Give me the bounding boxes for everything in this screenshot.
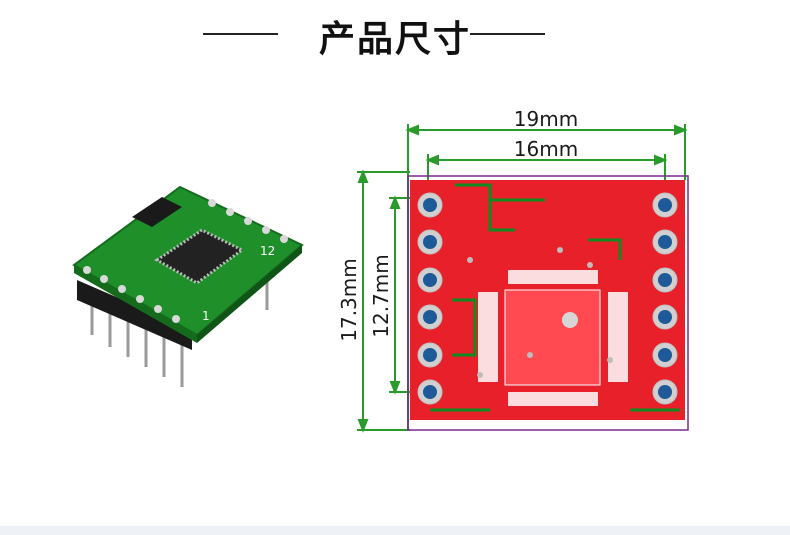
pin-label-1: 1 xyxy=(202,309,210,323)
title-rule-right xyxy=(470,33,545,35)
dimension-height-outer xyxy=(357,169,410,433)
pcb-edge xyxy=(74,265,197,343)
page-title: 产品尺寸 xyxy=(318,19,471,60)
green-traces xyxy=(430,183,680,412)
dimension-height-inner-label: 12.7mm xyxy=(369,254,393,338)
dimension-height-outer-label: 17.3mm xyxy=(337,258,361,342)
board-outline xyxy=(407,175,689,431)
small-ic xyxy=(132,197,182,227)
through-hole-pads xyxy=(417,192,678,405)
pin-header-strip xyxy=(77,280,192,350)
qfp-chip xyxy=(154,228,245,285)
pcb-pads xyxy=(83,199,288,323)
header: 产品尺寸 xyxy=(0,0,790,70)
footer-band xyxy=(0,526,790,535)
dimension-width-outer-label: 19mm xyxy=(514,107,578,131)
pin-label-12: 12 xyxy=(260,244,275,258)
pcb-edge-right xyxy=(197,245,302,343)
module-photo: 12 1 xyxy=(72,185,304,387)
vias xyxy=(467,247,613,378)
pcb-layout-diagram: 19mm 16mm 17.3mm 12.7mm xyxy=(337,107,689,433)
qfp-footprint xyxy=(504,289,601,386)
dimension-width-inner-label: 16mm xyxy=(514,137,578,161)
qfp-pad-rows xyxy=(478,270,628,406)
title-rule-left xyxy=(203,33,278,35)
